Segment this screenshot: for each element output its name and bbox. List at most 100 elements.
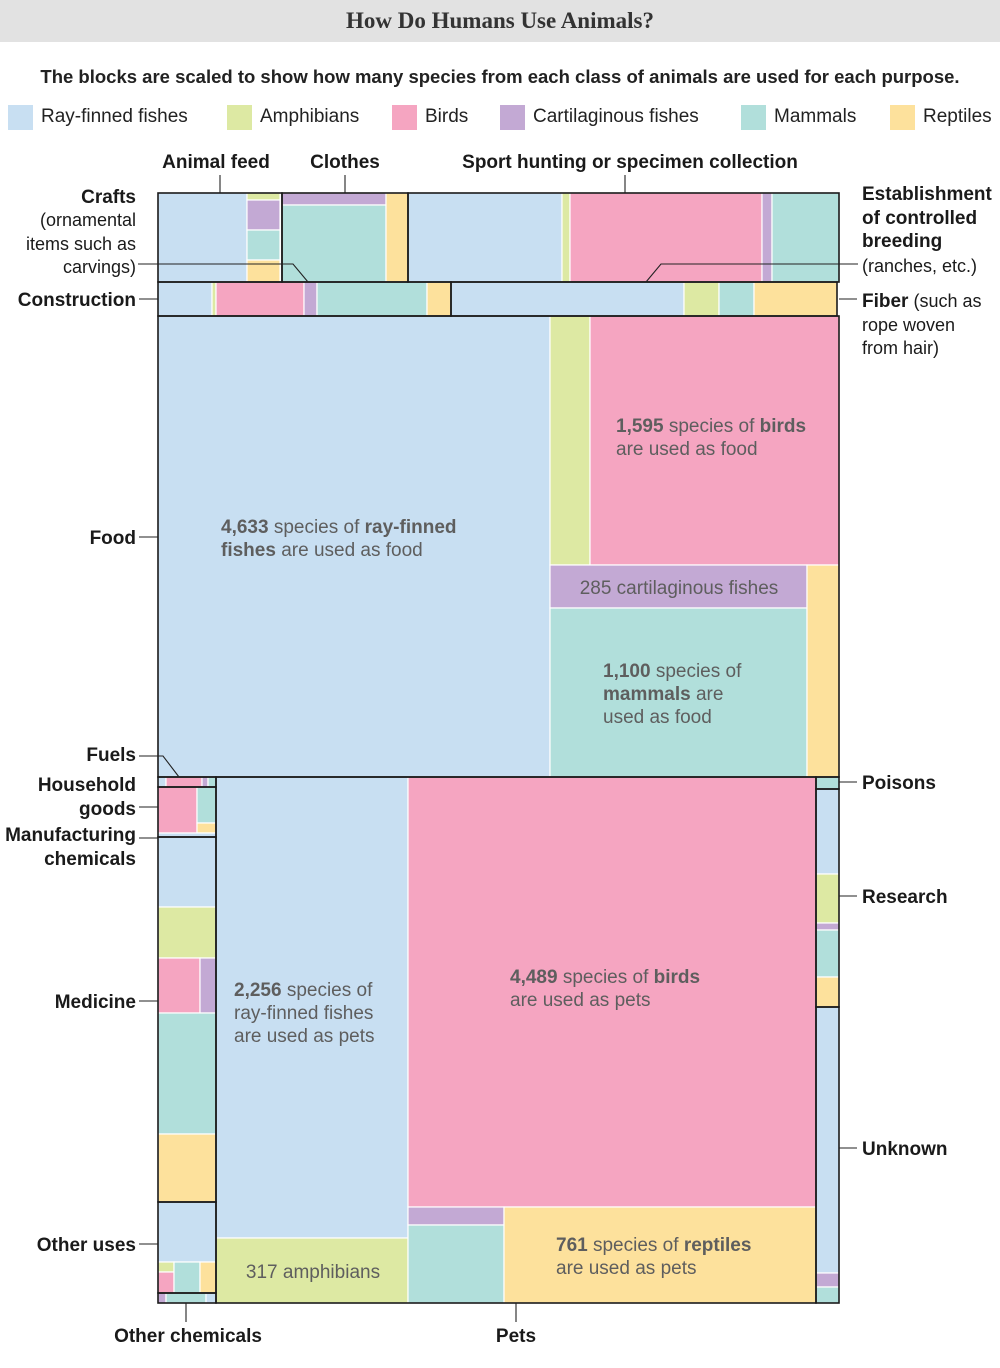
annotation-pets-reptiles-pre: species of: [588, 1235, 684, 1256]
legend-swatch: [227, 105, 252, 130]
block-fuels-mammals: [207, 776, 217, 788]
annotation-pets-reptiles-line2: are used as pets: [556, 1258, 696, 1279]
annotation-food-birds-bold: birds: [760, 416, 806, 437]
block-food-amphibians: [549, 315, 591, 566]
legend-label: Birds: [425, 106, 469, 127]
block-construction-reptiles: [426, 281, 452, 317]
label-establishment-line4: (ranches, etc.): [862, 256, 977, 276]
annotation-pets-birds-line2: are used as pets: [510, 990, 650, 1011]
legend-label: Cartilaginous fishes: [533, 106, 699, 127]
label-sport-hunting: Sport hunting or specimen collection: [462, 152, 798, 173]
annotation-food-ray-line1: 4,633 species of ray-finned: [221, 517, 457, 538]
block-other-mammals: [173, 1261, 201, 1294]
block-research-mammals: [815, 929, 840, 978]
block-crafts-ray-finned-fishes: [157, 192, 248, 283]
label-animal-feed: Animal feed: [162, 152, 270, 173]
block-sport-ray-finned-fishes: [407, 192, 563, 283]
block-other-birds: [157, 1271, 175, 1294]
block-sport-cartilaginous-fishes: [761, 192, 773, 283]
annotation-food-ray-count: 4,633: [221, 517, 269, 538]
block-food-reptiles: [806, 564, 840, 778]
block-unknown-mammals: [815, 1286, 840, 1304]
annotation-pets-birds-bold: birds: [654, 967, 700, 988]
block-crafts-cartilaginous-fishes: [246, 199, 281, 231]
block-otherchem-cartilaginous-fishes: [157, 1292, 167, 1304]
block-other-amphibians: [157, 1261, 175, 1273]
annotation-pets-birds-line1: 4,489 species of birds: [510, 967, 700, 988]
block-research-amphibians: [815, 873, 840, 924]
block-sport-mammals: [771, 192, 840, 283]
leader-establishment: [645, 263, 858, 283]
label-research: Research: [862, 887, 948, 908]
block-medicine-cartilaginous-fishes: [199, 957, 217, 1014]
legend-swatch: [392, 105, 417, 130]
block-construction-cartilaginous-fishes: [303, 281, 318, 317]
block-pets-ray-finned-fishes: [215, 776, 409, 1239]
annotation-food-ray-line2: fishes are used as food: [221, 540, 423, 561]
annotation-food-mammals-pre: species of: [651, 661, 743, 682]
annotation-food-ray-rest: are used as food: [276, 540, 423, 561]
annotation-food-ray-pre: species of: [269, 517, 365, 538]
label-crafts-line2: (ornamental: [40, 210, 136, 230]
block-otherchem-ray-finned-fishes: [205, 1292, 217, 1304]
label-fuels: Fuels: [86, 745, 136, 766]
annotation-food-ray-bold2: fishes: [221, 540, 276, 561]
block-fuels-birds: [165, 776, 203, 788]
block-other-reptiles: [199, 1261, 217, 1294]
block-pets-reptiles: [503, 1206, 817, 1304]
legend-swatch: [741, 105, 766, 130]
annotation-pets-reptiles-count: 761: [556, 1235, 588, 1256]
annotation-food-mammals-bold: mammals: [603, 684, 691, 705]
block-annotations: 4,633 species of ray-finned fishes are u…: [221, 416, 806, 1283]
legend-swatch: [890, 105, 915, 130]
annotation-food-cartilaginous: 285 cartilaginous fishes: [580, 578, 779, 599]
legend: Ray-finned fishes Amphibians Birds Carti…: [8, 104, 1000, 132]
annotation-pets-reptiles-bold: reptiles: [684, 1235, 752, 1256]
block-fiber-ray-finned-fishes: [450, 281, 685, 317]
block-crafts-amphibians: [246, 192, 281, 201]
block-medicine-amphibians: [157, 906, 217, 959]
block-construction-mammals: [316, 281, 428, 317]
chart-title: How Do Humans Use Animals?: [346, 8, 654, 33]
label-establishment: Establishment: [862, 184, 993, 205]
block-pets-amphibians: [215, 1237, 409, 1304]
treemap-blocks: [157, 192, 840, 1304]
label-pets: Pets: [496, 1326, 536, 1347]
label-household: Household: [38, 775, 136, 796]
block-sport-amphibians: [561, 192, 571, 283]
annotation-pets-ray-line3: are used as pets: [234, 1026, 374, 1047]
annotation-pets-ray-count: 2,256: [234, 980, 282, 1001]
block-pets-birds: [407, 776, 817, 1208]
block-pets-mammals: [407, 1224, 505, 1304]
label-crafts-line3: items such as: [26, 234, 136, 254]
block-household-reptiles: [196, 822, 217, 834]
block-medicine-mammals: [157, 1012, 217, 1135]
block-fiber-mammals: [718, 281, 755, 317]
label-establishment-line3: breeding: [862, 231, 942, 252]
block-crafts-mammals: [246, 229, 281, 261]
annotation-food-birds-line1: 1,595 species of birds: [616, 416, 806, 437]
annotation-food-mammals-rest: are: [691, 684, 724, 705]
block-unknown-cartilaginous-fishes: [815, 1272, 840, 1288]
block-research-reptiles: [815, 976, 840, 1008]
annotation-food-mammals-line3: used as food: [603, 707, 712, 728]
block-clothes-cartilaginous-fishes: [281, 192, 387, 206]
annotation-pets-reptiles-line1: 761 species of reptiles: [556, 1235, 751, 1256]
label-poisons: Poisons: [862, 773, 936, 794]
leader-crafts: [138, 263, 309, 283]
block-fuels-ray-finned-fishes: [157, 776, 167, 788]
legend-label: Ray-finned fishes: [41, 106, 188, 127]
block-medicine-ray-finned-fishes: [157, 836, 217, 908]
block-construction-amphibians: [211, 281, 217, 317]
label-fiber: Fiber(such as: [862, 291, 981, 312]
group-borders: [157, 192, 840, 1304]
legend-label: Amphibians: [260, 106, 360, 127]
legend-swatch: [8, 105, 33, 130]
label-fiber-line1: (such as: [913, 291, 981, 311]
block-crafts-reptiles: [246, 259, 281, 283]
legend-label: Mammals: [774, 106, 857, 127]
annotation-pets-ray-pre: species of: [282, 980, 374, 1001]
label-manufacturing: Manufacturing: [5, 825, 136, 846]
block-sport-birds: [569, 192, 763, 283]
